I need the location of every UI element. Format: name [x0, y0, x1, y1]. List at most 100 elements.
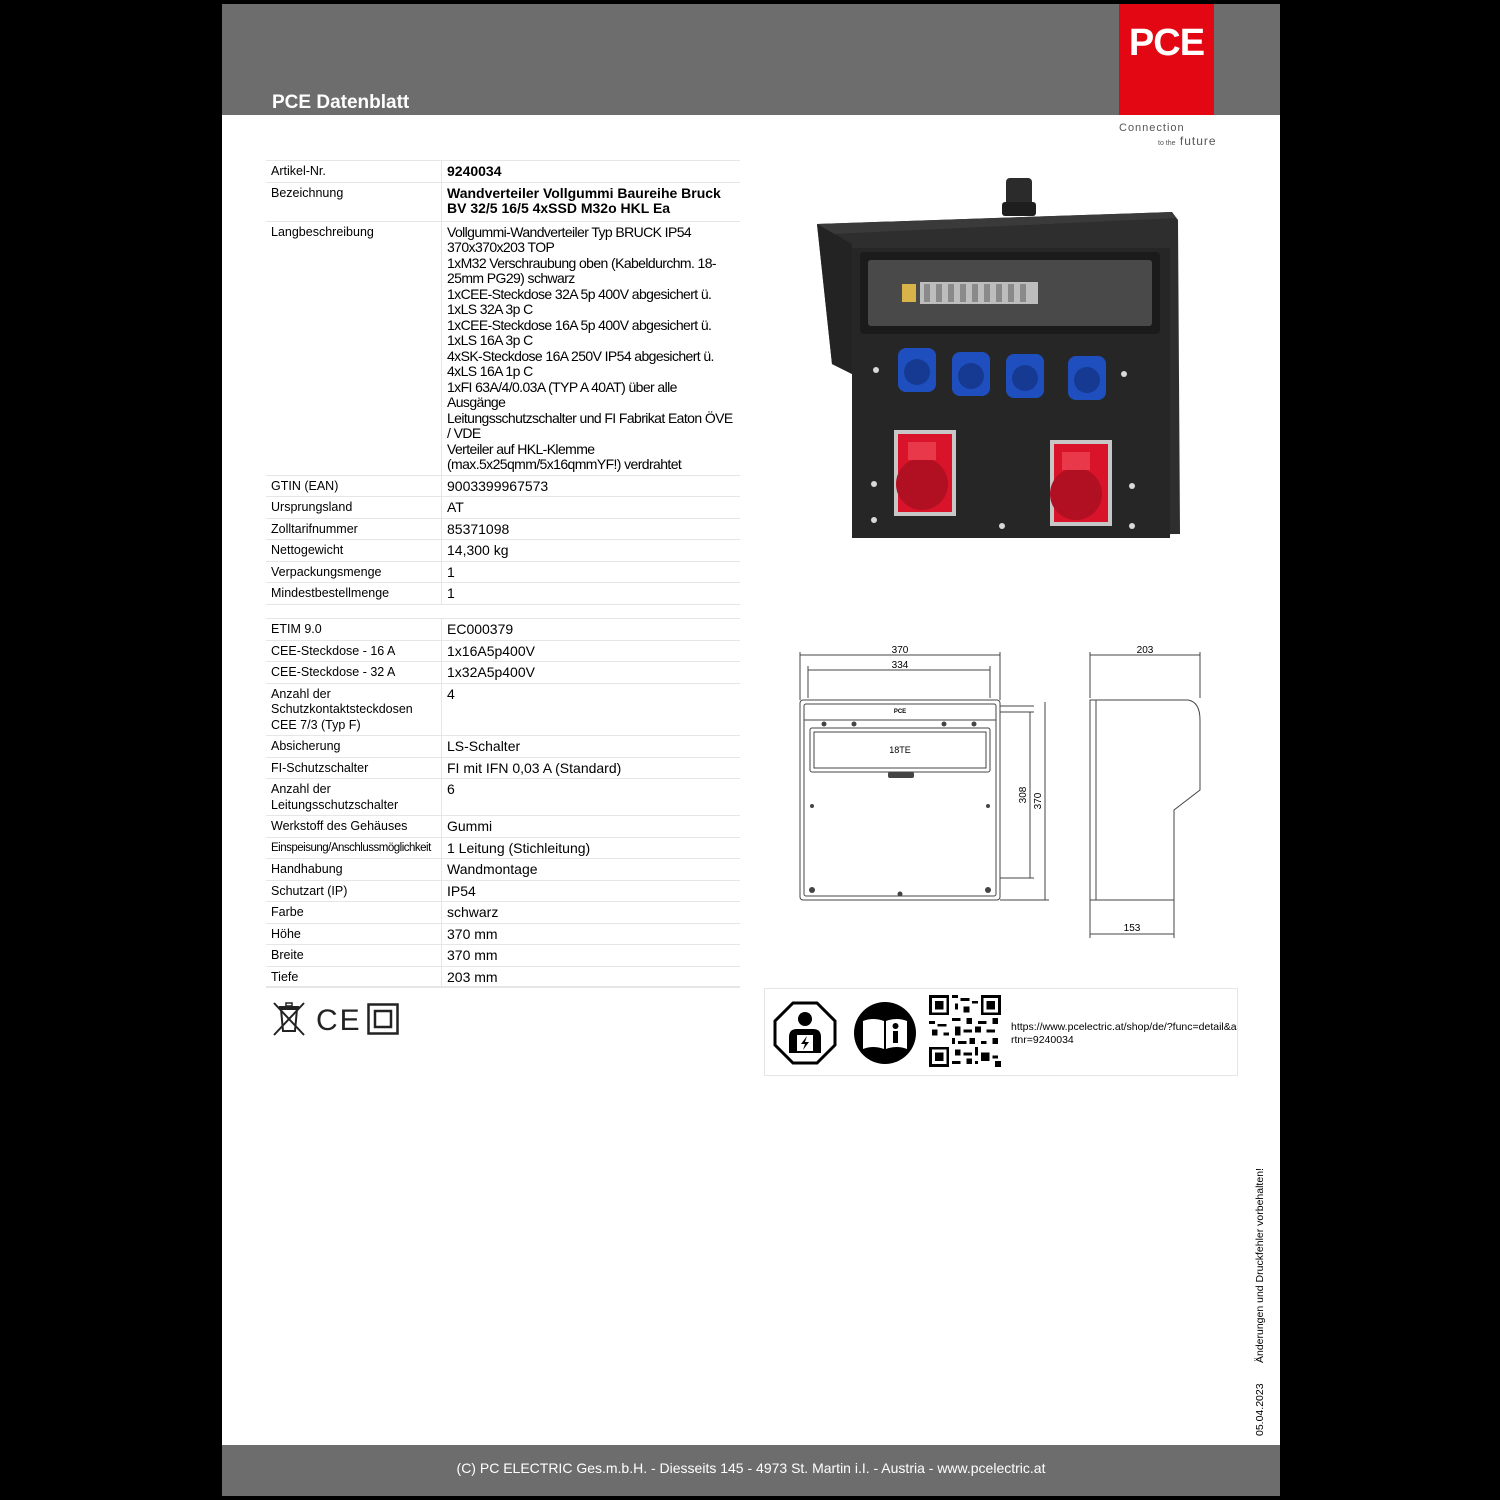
side-dimension-drawing: 203 153	[1089, 645, 1201, 938]
spec-value: 370 mm	[441, 944, 740, 967]
spec-value: 85371098	[441, 518, 740, 540]
spec-key: Absicherung	[266, 735, 442, 758]
slogan-word: future	[1179, 134, 1217, 148]
spec-value: LS-Schalter	[441, 735, 740, 758]
read-manual-icon	[854, 1002, 916, 1064]
spec-key: CEE-Steckdose - 32 A	[266, 661, 442, 684]
slogan-line-1: Connection	[1119, 122, 1185, 134]
dim-depth: 203	[1137, 645, 1154, 656]
pce-logo: PCE	[1119, 4, 1214, 115]
spec-key: Werkstoff des Gehäuses	[266, 815, 442, 838]
product-url[interactable]: https://www.pcelectric.at/shop/de/?func=…	[1011, 1021, 1237, 1046]
spec-key: CEE-Steckdose - 16 A	[266, 640, 442, 662]
spec-value: 14,300 kg	[441, 539, 740, 562]
spec-value: FI mit IFN 0,03 A (Standard)	[441, 757, 740, 779]
protection-class-2-icon	[367, 1003, 399, 1035]
spec-key: GTIN (EAN)	[266, 475, 442, 497]
spec-key: Tiefe	[266, 966, 442, 988]
spec-key: Zolltarifnummer	[266, 518, 442, 540]
spec-key: FI-Schutzschalter	[266, 757, 442, 779]
spec-key: Anzahl der Leitungsschutzschalter	[266, 778, 442, 816]
spec-value: 1x32A5p400V	[441, 661, 740, 684]
spec-key: Nettogewicht	[266, 539, 442, 562]
dim-height-inner: 308	[1018, 786, 1029, 803]
spec-value: Vollgummi-Wandverteiler Typ BRUCK IP54 3…	[441, 221, 740, 476]
spec-value: 9003399967573	[441, 475, 740, 497]
spec-key: Handhabung	[266, 858, 442, 881]
table-row: GTIN (EAN)9003399967573	[266, 475, 740, 497]
datasheet-page: PCE Datenblatt PCE Connection to the fut…	[222, 4, 1280, 1496]
schuko-sockets	[898, 348, 1106, 400]
spec-value: 6	[441, 778, 740, 816]
side-note-text: Änderungen und Druckfehler vorbehalten!	[1254, 1168, 1266, 1364]
spec-value: IP54	[441, 880, 740, 902]
spec-key: Verpackungsmenge	[266, 561, 442, 583]
ce-mark-icon: CE	[316, 1004, 362, 1037]
dim-height-outer: 370	[1033, 792, 1044, 809]
spec-value: Wandmontage	[441, 858, 740, 881]
spec-key: Ursprungsland	[266, 496, 442, 519]
table-row: Schutzart (IP)IP54	[266, 880, 740, 902]
electrician-icon	[773, 1001, 837, 1065]
drawing-brand-mark: PCE	[894, 709, 906, 715]
dim-width-inner: 334	[892, 660, 909, 671]
spec-key: Bezeichnung	[266, 182, 442, 222]
front-dimension-drawing: 370 334 18TE PCE 308 370	[799, 645, 1049, 901]
footer-band: (C) PC ELECTRIC Ges.m.b.H. - Diesseits 1…	[222, 1445, 1280, 1496]
dim-depth-bottom: 153	[1124, 923, 1141, 934]
spec-key: Artikel-Nr.	[266, 160, 442, 183]
spec-value: 1 Leitung (Stichleitung)	[441, 837, 740, 859]
side-note-date: 05.04.2023	[1254, 1383, 1266, 1436]
module-label: 18TE	[889, 745, 911, 755]
slogan-line-2: to the future	[1158, 134, 1217, 148]
spec-value: 1	[441, 561, 740, 583]
header-band: PCE Datenblatt PCE	[222, 4, 1280, 115]
spec-value: Gummi	[441, 815, 740, 838]
dim-width-outer: 370	[892, 645, 909, 656]
info-box: https://www.pcelectric.at/shop/de/?func=…	[764, 988, 1238, 1076]
divider	[266, 986, 740, 987]
spec-value: 9240034	[441, 160, 740, 183]
footer-text: (C) PC ELECTRIC Ges.m.b.H. - Diesseits 1…	[456, 1460, 1046, 1476]
spec-key: Farbe	[266, 901, 442, 924]
spec-value: 1x16A5p400V	[441, 640, 740, 662]
spec-value: 1	[441, 582, 740, 605]
spec-value: 203 mm	[441, 966, 740, 988]
table-row: Anzahl der Schutzkontaktsteckdosen CEE 7…	[266, 683, 740, 736]
spec-value: 370 mm	[441, 923, 740, 945]
spec-value: AT	[441, 496, 740, 519]
spec-key: Breite	[266, 944, 442, 967]
spec-value: 4	[441, 683, 740, 736]
side-note: 05.04.2023 Änderungen und Druckfehler vo…	[1254, 1168, 1266, 1436]
spec-value: schwarz	[441, 901, 740, 924]
product-photo	[817, 178, 1180, 538]
logo-text: PCE	[1128, 22, 1205, 64]
spec-key: Anzahl der Schutzkontaktsteckdosen CEE 7…	[266, 683, 442, 736]
page-title: PCE Datenblatt	[272, 92, 410, 113]
spec-value: Wandverteiler Vollgummi Baureihe Bruck B…	[441, 182, 740, 222]
slogan-prefix: to the	[1158, 140, 1176, 147]
spec-key: Höhe	[266, 923, 442, 945]
